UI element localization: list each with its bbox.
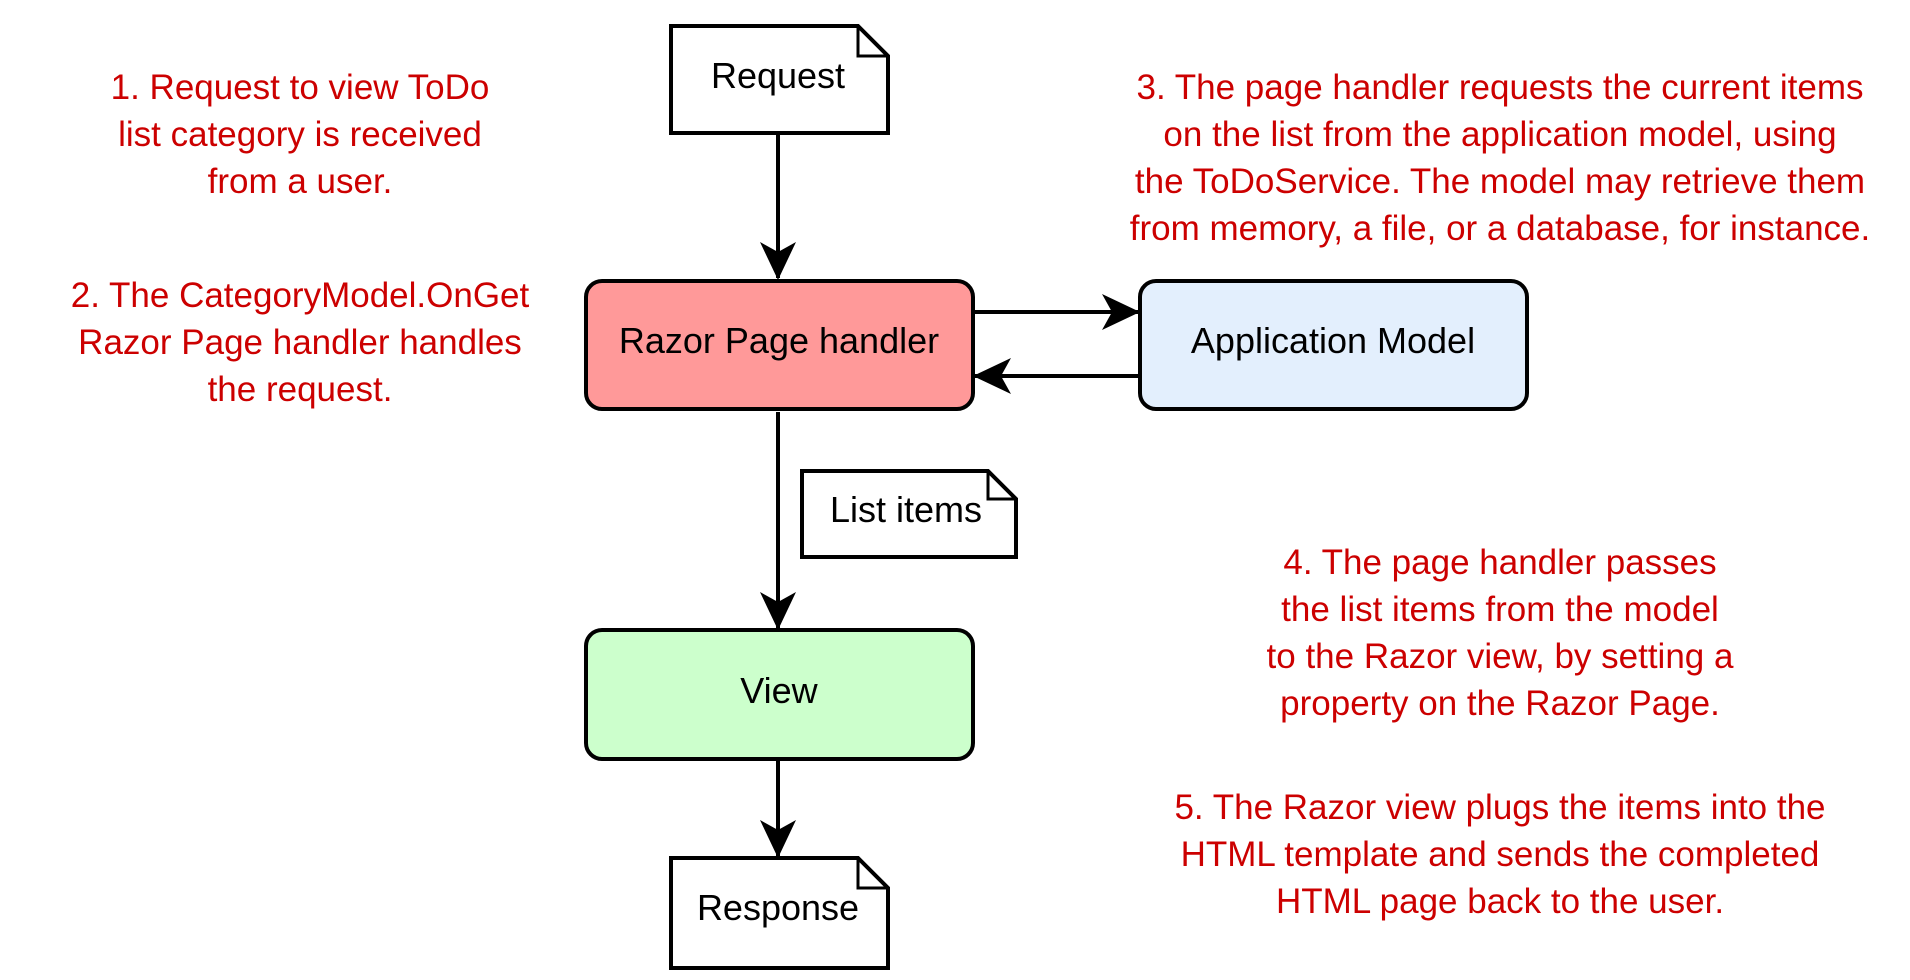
list-items-label: List items <box>830 489 982 530</box>
response-label: Response <box>697 887 859 928</box>
view-label: View <box>740 670 818 711</box>
note-line: the list items from the model <box>1281 590 1719 629</box>
note-line: 4. The page handler passes <box>1283 543 1717 582</box>
note-line: to the Razor view, by setting a <box>1266 637 1734 676</box>
note-line: on the list from the application model, … <box>1163 115 1837 154</box>
note-step-1: 1. Request to view ToDo list category is… <box>0 64 600 205</box>
note-step-2: 2. The CategoryModel.OnGet Razor Page ha… <box>0 272 600 413</box>
application-model-box: Application Model <box>1138 279 1529 411</box>
note-line: 5. The Razor view plugs the items into t… <box>1174 788 1826 827</box>
note-line: 3. The page handler requests the current… <box>1136 68 1864 107</box>
request-label: Request <box>711 55 845 96</box>
request-document: Request <box>669 24 890 135</box>
razor-page-handler-box: Razor Page handler <box>584 279 975 411</box>
list-items-document: List items <box>800 469 1018 559</box>
note-line: the ToDoService. The model may retrieve … <box>1134 162 1866 201</box>
note-line: 1. Request to view ToDo <box>110 68 490 107</box>
response-document: Response <box>669 856 890 970</box>
handler-label: Razor Page handler <box>619 320 939 361</box>
note-line: 2. The CategoryModel.OnGet <box>70 276 530 315</box>
note-step-3: 3. The page handler requests the current… <box>1090 64 1910 252</box>
note-step-4: 4. The page handler passes the list item… <box>1200 539 1800 727</box>
app-model-label: Application Model <box>1191 320 1475 361</box>
note-line: property on the Razor Page. <box>1280 684 1720 723</box>
note-line: HTML template and sends the completed <box>1180 835 1820 874</box>
note-line: Razor Page handler handles <box>78 323 522 362</box>
note-step-5: 5. The Razor view plugs the items into t… <box>1120 784 1880 925</box>
note-line: from memory, a file, or a database, for … <box>1129 209 1871 248</box>
note-line: HTML page back to the user. <box>1275 882 1725 921</box>
note-line: the request. <box>207 370 393 409</box>
view-box: View <box>584 628 975 761</box>
note-line: from a user. <box>207 162 393 201</box>
note-line: list category is received <box>118 115 482 154</box>
